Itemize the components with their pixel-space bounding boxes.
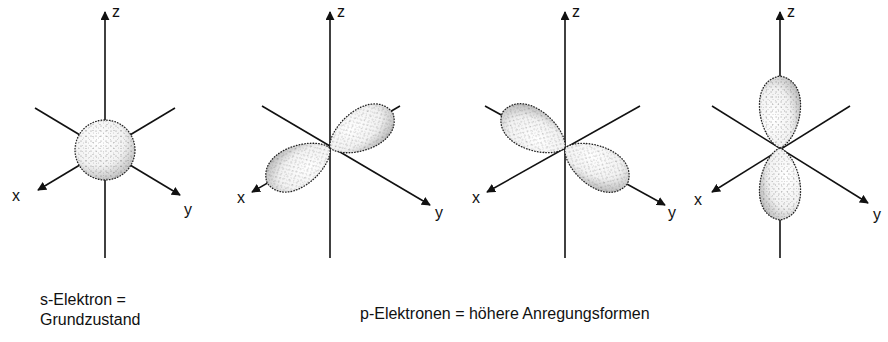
caption: p-Elektronen = höhere Anregungsformen: [360, 304, 650, 324]
axis-label: x: [237, 188, 245, 208]
axis-label: x: [694, 190, 702, 210]
axis-label: x: [12, 186, 20, 206]
caption: s-Elektron = Grundzustand: [40, 290, 165, 330]
axis-label: y: [668, 203, 676, 223]
axis-label: y: [435, 203, 443, 223]
axis-label: z: [337, 2, 345, 22]
axis-label: z: [112, 2, 120, 22]
axis-label: x: [472, 188, 480, 208]
axis-label: z: [787, 2, 795, 22]
axis-label: y: [184, 200, 192, 220]
axis-label: z: [572, 2, 580, 22]
axis-label: y: [873, 205, 881, 225]
